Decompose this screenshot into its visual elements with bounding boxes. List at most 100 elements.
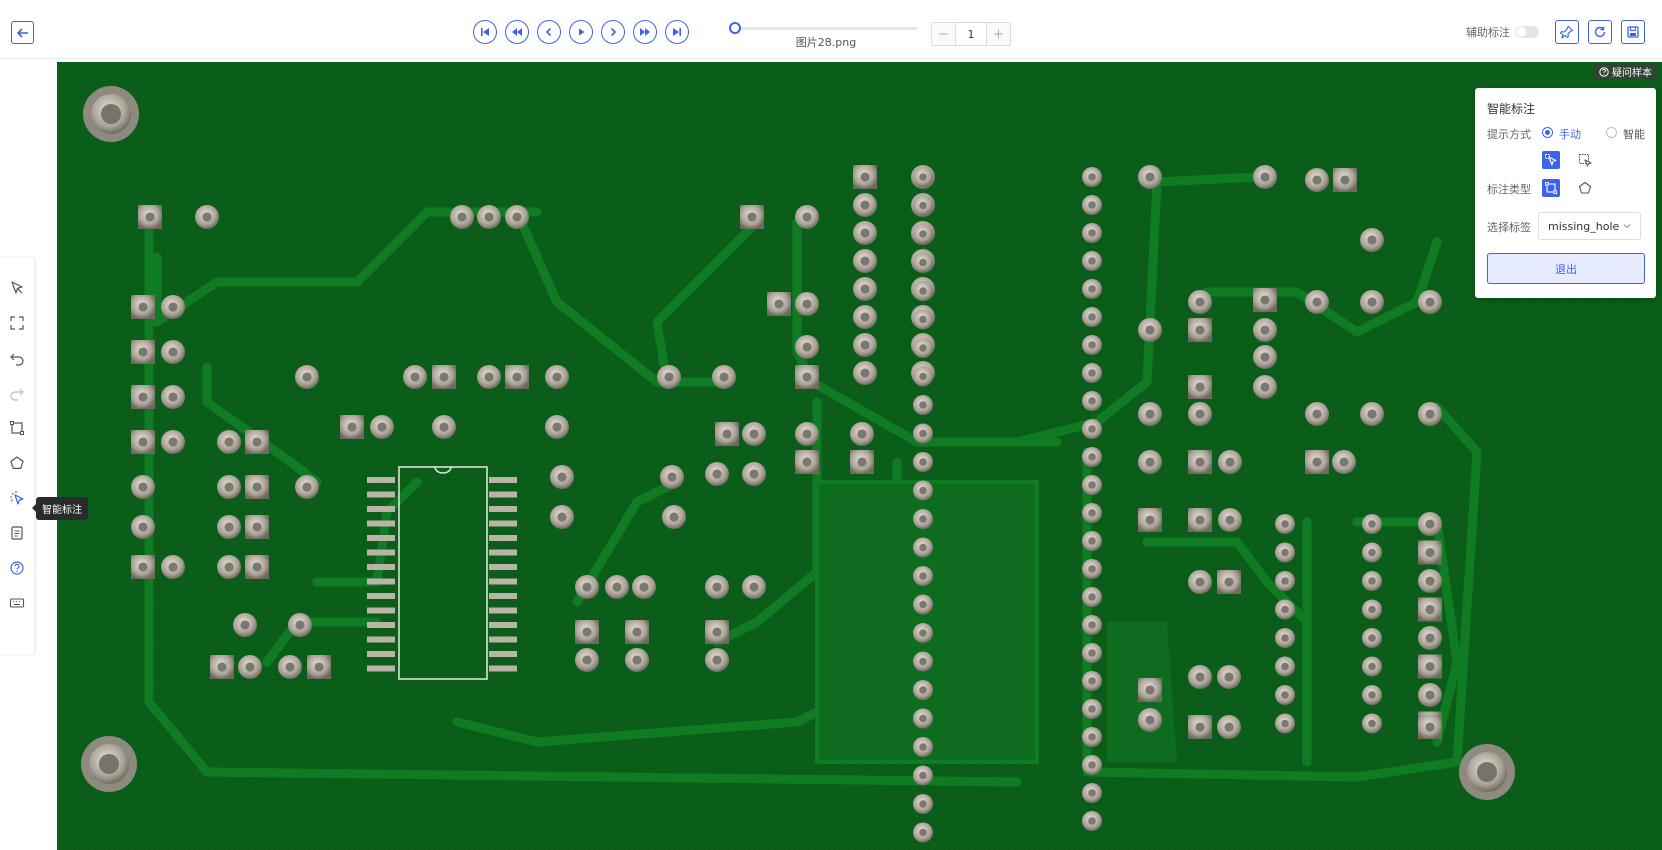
pcb-pad-hole: [1260, 382, 1270, 392]
pcb-pad-hole: [1195, 382, 1205, 392]
ic-pin: [367, 665, 395, 672]
pcb-pad-hole: [774, 299, 784, 309]
play-button[interactable]: [569, 20, 593, 44]
pcb-pad-hole: [712, 627, 722, 637]
ic-pin: [367, 535, 395, 541]
page-number-input[interactable]: 1: [955, 23, 987, 45]
pcb-pad-hole: [285, 662, 295, 672]
ic-pin: [367, 564, 395, 570]
first-image-button[interactable]: [473, 20, 497, 44]
smart-annotation-panel: 智能标注 提示方式 手动 智能 标注类型 选择标签 missing_hole 退…: [1475, 88, 1656, 298]
pcb-pad-hole: [802, 457, 812, 467]
pcb-pad-hole: [557, 512, 567, 522]
prompt-manual-label[interactable]: 手动: [1559, 128, 1581, 141]
pcb-pad-hole: [919, 657, 927, 666]
image-filename: 图片28.png: [795, 36, 857, 49]
pcb-pad-hole: [719, 372, 729, 382]
help-button[interactable]: [7, 558, 27, 578]
prompt-smart-radio[interactable]: [1606, 127, 1617, 138]
notes-button[interactable]: [7, 523, 27, 543]
pcb-pad-hole: [919, 486, 927, 495]
pcb-pad-hole: [557, 472, 567, 482]
pcb-pad-hole: [582, 627, 592, 637]
pcb-pad-hole: [919, 173, 927, 181]
ic-pin: [489, 622, 517, 628]
previous-button[interactable]: [537, 20, 561, 44]
ic-pin: [489, 593, 517, 599]
prompt-manual-radio[interactable]: [1542, 127, 1553, 138]
pcb-pad-hole: [377, 422, 387, 432]
fast-forward-button[interactable]: [633, 20, 657, 44]
assist-annotation-label: 辅助标注: [1466, 26, 1510, 39]
select-tool-button[interactable]: [7, 278, 27, 298]
rewind-button[interactable]: [505, 20, 529, 44]
page-decrement-button[interactable]: −: [932, 23, 955, 45]
ic-pin: [489, 665, 517, 672]
pcb-pad-hole: [1281, 691, 1289, 699]
bounding-box-icon: [1545, 182, 1557, 194]
ic-pin: [367, 607, 395, 614]
pcb-pad-hole: [712, 582, 722, 592]
box-prompt-button[interactable]: [1576, 151, 1594, 169]
polygon-type-button[interactable]: [1576, 179, 1594, 197]
pcb-pad-hole: [314, 662, 324, 672]
pcb-image: [57, 62, 1662, 850]
redo-icon: [10, 388, 24, 401]
back-button[interactable]: [11, 21, 34, 44]
pcb-pad-hole: [138, 392, 148, 402]
pcb-pad-hole: [1088, 509, 1096, 517]
smart-annotate-button[interactable]: [7, 488, 27, 508]
ic-pin: [367, 477, 395, 483]
slider-handle[interactable]: [729, 22, 741, 34]
tag-select[interactable]: missing_hole: [1538, 212, 1641, 240]
pcb-pad-hole: [1425, 547, 1435, 558]
redo-button[interactable]: [7, 383, 27, 403]
fit-screen-button[interactable]: [7, 313, 27, 333]
slider-track: [735, 27, 917, 30]
ic-pin: [489, 578, 517, 585]
prompt-smart-label[interactable]: 智能: [1623, 128, 1645, 141]
pcb-pad-hole: [512, 212, 522, 222]
rect-type-button[interactable]: [1542, 179, 1560, 197]
ic-pin: [367, 651, 395, 657]
polygon-tool-button[interactable]: [7, 453, 27, 473]
pcb-pad-hole: [1088, 621, 1096, 629]
pcb-pad-hole: [1088, 593, 1096, 601]
rectangle-tool-button[interactable]: [7, 418, 27, 438]
pcb-pad-hole: [1225, 457, 1235, 467]
pcb-pad-hole: [552, 372, 562, 382]
pcb-pad-hole: [1425, 409, 1435, 419]
pcb-pad-hole: [1088, 733, 1096, 741]
pcb-pad-hole: [138, 522, 148, 532]
pcb-pad-hole: [1368, 634, 1376, 642]
image-progress-slider[interactable]: [729, 22, 917, 36]
ic-pin: [367, 520, 395, 527]
pcb-pad-hole: [347, 422, 357, 432]
exit-button[interactable]: 退出: [1487, 253, 1645, 284]
page-increment-button[interactable]: +: [987, 23, 1010, 45]
next-button[interactable]: [601, 20, 625, 44]
pin-button[interactable]: [1555, 20, 1579, 44]
question-sample-badge[interactable]: 疑问样本: [1593, 63, 1658, 80]
shortcuts-button[interactable]: [7, 593, 27, 613]
assist-annotation-toggle[interactable]: [1515, 26, 1539, 38]
pcb-pad-hole: [484, 372, 494, 382]
save-button[interactable]: [1621, 20, 1645, 44]
last-image-button[interactable]: [665, 20, 689, 44]
pcb-pad-hole: [1224, 577, 1234, 587]
pcb-pad-hole: [1281, 634, 1289, 642]
toolbar-divider: [0, 58, 1662, 59]
pcb-pad-hole: [1088, 537, 1096, 545]
pcb-pad-hole: [860, 172, 870, 182]
point-prompt-button[interactable]: [1542, 151, 1560, 169]
annotation-canvas[interactable]: [57, 62, 1662, 850]
question-sample-label: 疑问样本: [1612, 68, 1652, 79]
pcb-pad-hole: [1340, 175, 1350, 185]
pcb-pad-hole: [168, 437, 178, 447]
pcb-pad-hole: [1195, 457, 1205, 467]
point-cursor-icon: [1545, 154, 1557, 166]
pcb-pad-hole: [1224, 672, 1234, 682]
refresh-button[interactable]: [1588, 20, 1612, 44]
undo-button[interactable]: [7, 348, 27, 368]
pcb-pad-hole: [1195, 297, 1205, 307]
